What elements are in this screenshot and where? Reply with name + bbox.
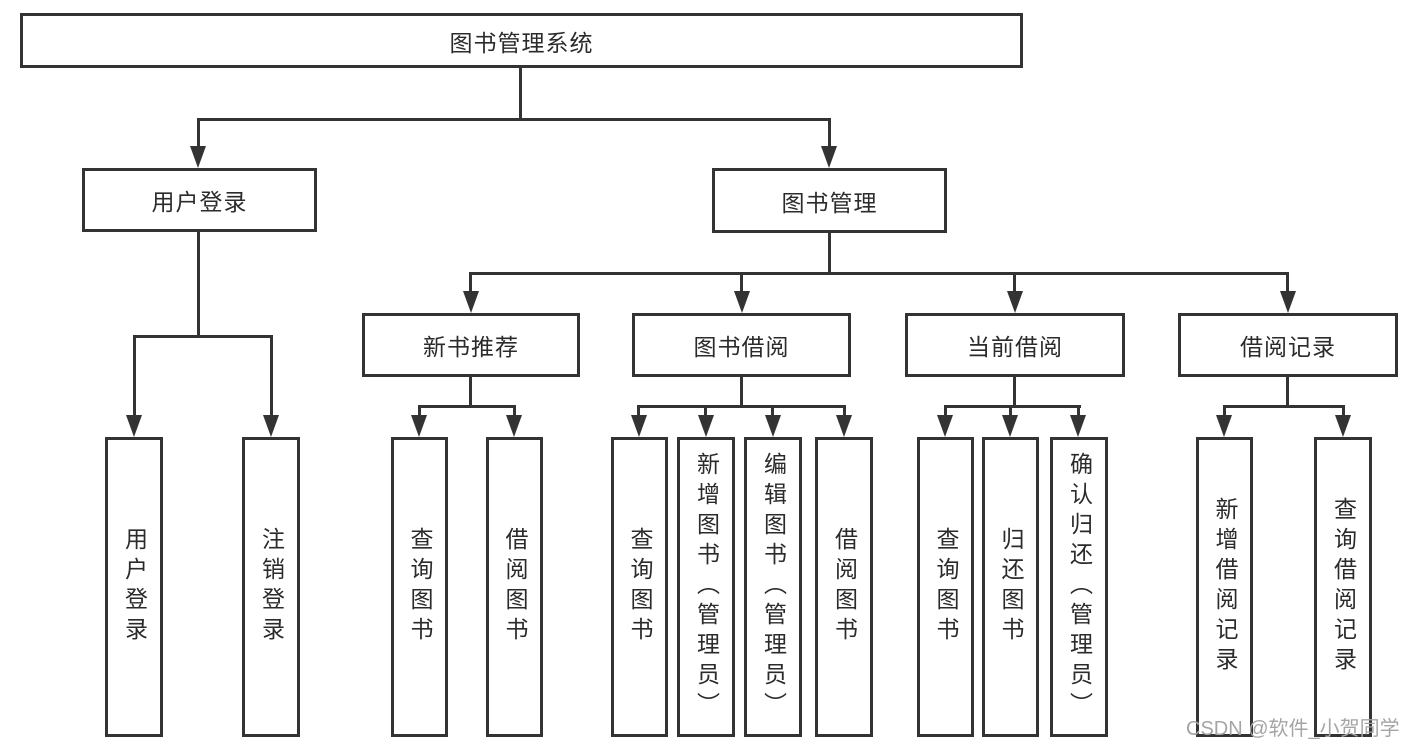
connector-line — [418, 405, 421, 419]
arrow-down-icon — [937, 415, 953, 437]
arrow-down-icon — [263, 415, 279, 437]
connector-line — [418, 405, 516, 408]
arrow-down-icon — [836, 415, 852, 437]
arrow-down-icon — [411, 415, 427, 437]
connector-line — [197, 232, 200, 337]
connector-line — [637, 405, 846, 408]
arrow-down-icon — [1002, 415, 1018, 437]
connector-line — [197, 118, 200, 150]
connector-line — [469, 272, 472, 295]
node-library-management-system: 图书管理系统 — [20, 13, 1023, 68]
node-book-borrowing: 图书借阅 — [632, 313, 851, 377]
arrow-down-icon — [463, 291, 479, 313]
connector-line — [704, 405, 707, 419]
arrow-down-icon — [765, 415, 781, 437]
watermark-text: CSDN @软件_小贺同学 — [1186, 718, 1400, 740]
arrow-down-icon — [1070, 415, 1086, 437]
arrow-down-icon — [190, 146, 206, 168]
connector-line — [1009, 405, 1012, 419]
arrow-down-icon — [506, 415, 522, 437]
connector-line — [469, 377, 472, 408]
connector-line — [513, 405, 516, 419]
node-borrowing-records: 借阅记录 — [1178, 313, 1398, 377]
node-leaf-query-books-current: 查询图书 — [917, 437, 974, 737]
connector-line — [1077, 405, 1080, 419]
arrow-down-icon — [734, 291, 750, 313]
arrow-down-icon — [698, 415, 714, 437]
arrow-down-icon — [1335, 415, 1351, 437]
arrow-down-icon — [1216, 415, 1232, 437]
connector-line — [740, 377, 743, 408]
connector-line — [270, 335, 273, 419]
connector-line — [944, 405, 947, 419]
connector-line — [944, 405, 1081, 408]
connector-line — [740, 272, 743, 295]
connector-line — [637, 405, 640, 419]
arrow-down-icon — [631, 415, 647, 437]
node-leaf-return-books: 归还图书 — [982, 437, 1039, 737]
arrow-down-icon — [821, 146, 837, 168]
node-leaf-add-borrow-record: 新增借阅记录 — [1196, 437, 1253, 737]
node-leaf-edit-book-admin: 编辑图书（管理员） — [744, 437, 802, 737]
node-leaf-borrow-books-recommend: 借阅图书 — [486, 437, 543, 737]
connector-line — [843, 405, 846, 419]
connector-line — [1286, 377, 1289, 408]
connector-line — [133, 335, 273, 338]
arrow-down-icon — [126, 415, 142, 437]
node-current-borrowing: 当前借阅 — [905, 313, 1125, 377]
node-leaf-confirm-return-admin: 确认归还（管理员） — [1050, 437, 1108, 737]
node-leaf-logout: 注销登录 — [242, 437, 300, 737]
connector-line — [1223, 405, 1226, 419]
node-leaf-user-login: 用户登录 — [105, 437, 163, 737]
node-new-book-recommendation: 新书推荐 — [362, 313, 580, 377]
node-leaf-query-borrow-record: 查询借阅记录 — [1314, 437, 1372, 737]
connector-line — [1013, 272, 1016, 295]
node-book-management: 图书管理 — [712, 168, 947, 233]
connector-line — [828, 233, 831, 274]
connector-line — [1286, 272, 1289, 295]
connector-line — [133, 335, 136, 419]
connector-line — [1342, 405, 1345, 419]
node-leaf-add-book-admin: 新增图书（管理员） — [677, 437, 735, 737]
connector-line — [519, 68, 522, 118]
arrow-down-icon — [1280, 291, 1296, 313]
connector-line — [828, 118, 831, 150]
node-leaf-borrow-books: 借阅图书 — [815, 437, 873, 737]
node-user-login: 用户登录 — [82, 168, 317, 232]
connector-line — [197, 118, 831, 121]
arrow-down-icon — [1007, 291, 1023, 313]
connector-line — [1223, 405, 1345, 408]
node-leaf-query-books-borrowing: 查询图书 — [611, 437, 668, 737]
node-leaf-query-books-recommend: 查询图书 — [391, 437, 448, 737]
connector-line — [1013, 377, 1016, 408]
connector-line — [771, 405, 774, 419]
connector-line — [470, 272, 1289, 275]
